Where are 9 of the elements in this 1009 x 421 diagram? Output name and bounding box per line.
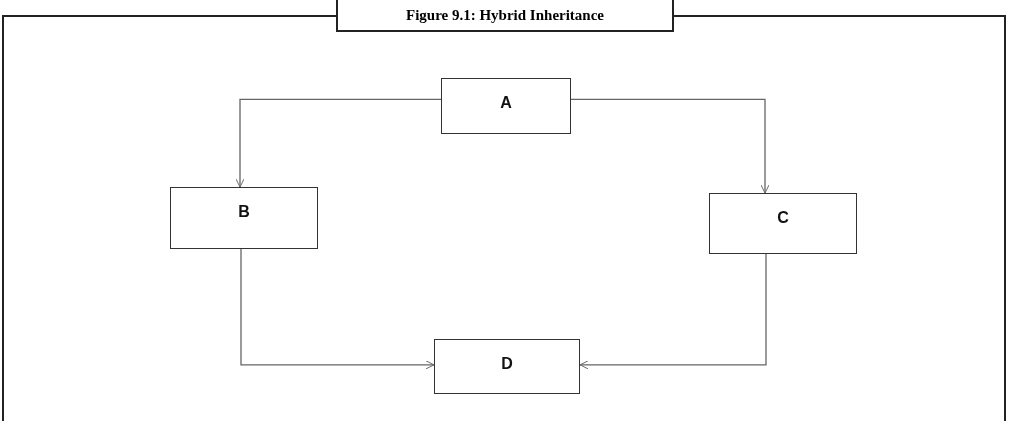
class-name: A (500, 93, 512, 113)
class-name: C (777, 208, 789, 228)
class-name: D (501, 354, 513, 374)
title: Figure 9.1: Hybrid Inheritance (405, 5, 604, 25)
class-box (170, 187, 318, 249)
class-box (709, 193, 857, 254)
class-box (441, 78, 571, 134)
class-box (434, 339, 580, 394)
class-name: B (238, 202, 250, 222)
